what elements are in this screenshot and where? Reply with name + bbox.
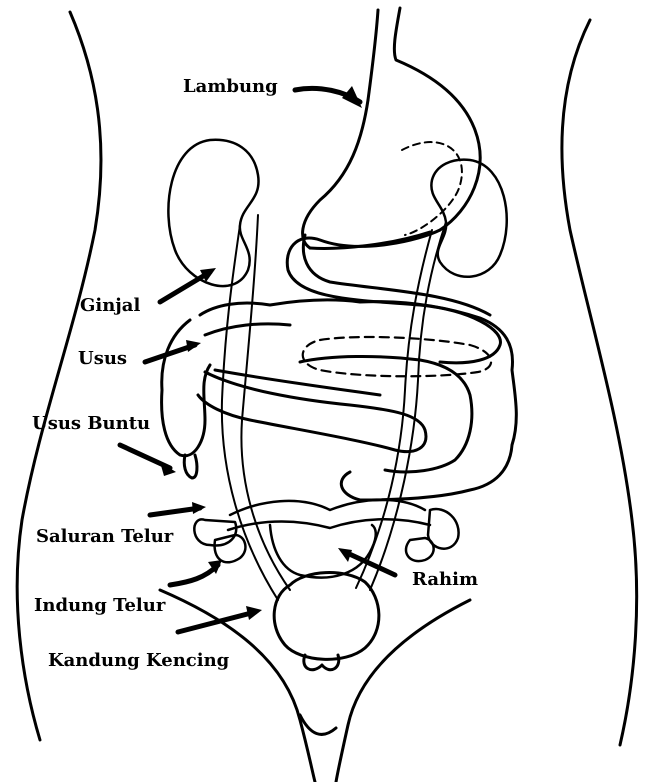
label-ginjal: Ginjal bbox=[80, 297, 140, 315]
label-usus-buntu: Usus Buntu bbox=[32, 415, 150, 433]
label-indung-telur: Indung Telur bbox=[34, 597, 165, 615]
label-lambung: Lambung bbox=[183, 78, 278, 96]
label-kandung-kencing: Kandung Kencing bbox=[48, 652, 229, 670]
stomach bbox=[287, 8, 500, 363]
bladder bbox=[274, 573, 379, 670]
small-intestine bbox=[198, 370, 426, 452]
reproductive-organs bbox=[194, 500, 458, 578]
label-saluran-telur: Saluran Telur bbox=[36, 528, 173, 546]
label-rahim: Rahim bbox=[412, 571, 478, 589]
arrowheads bbox=[160, 86, 362, 620]
large-intestine bbox=[162, 300, 517, 500]
ureters bbox=[222, 215, 446, 600]
kidneys bbox=[168, 140, 506, 286]
label-usus: Usus bbox=[78, 350, 127, 368]
